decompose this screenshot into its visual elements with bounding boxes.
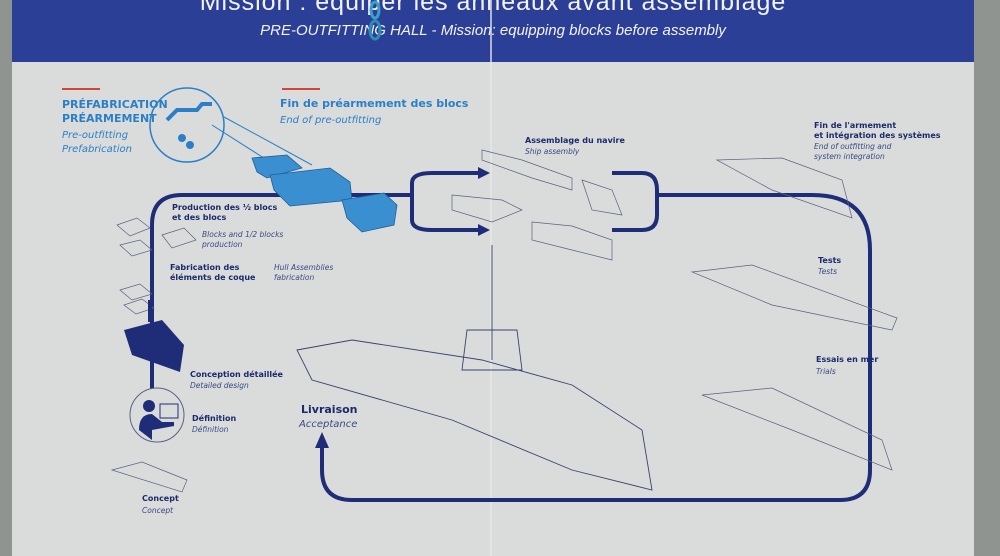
end-preoutfit-fr: Fin de préarmement des blocs	[280, 97, 469, 110]
end-preoutfit-en: End of pre-outfitting	[280, 115, 382, 126]
prefab-circle	[149, 87, 225, 163]
definition-fr: Définition	[192, 414, 237, 423]
definition-circle	[129, 387, 185, 443]
detailed-design-en: Detailed design	[190, 381, 249, 390]
outfitted-blocks-icon	[251, 154, 398, 233]
concept-en: Concept	[142, 506, 174, 515]
definition-en: Définition	[192, 425, 229, 434]
accent-line	[282, 88, 320, 90]
arrow-up-icon	[315, 432, 329, 448]
hanging-chain-icon	[368, 0, 382, 48]
frigate-main-illustration	[296, 245, 653, 491]
design-block-icon	[124, 300, 184, 372]
assembly-en: Ship assembly	[525, 147, 580, 156]
designer-icon	[139, 400, 179, 440]
delivery-en: Acceptance	[299, 419, 358, 430]
poster-subtitle: PRE-OUTFITTING HALL - Mission: equipping…	[260, 22, 726, 39]
assembly-fr: Assemblage du navire	[525, 136, 625, 145]
poster: Mission : équiper les anneaux avant asse…	[12, 0, 974, 556]
arrow-right-icon	[478, 167, 490, 179]
accent-line	[62, 88, 100, 90]
hull-blocks-sketches	[110, 149, 898, 493]
detailed-design-fr: Conception détaillée	[190, 370, 283, 379]
pipe-icon	[165, 102, 212, 122]
poster-title: Mission : équiper les anneaux avant asse…	[199, 0, 787, 16]
tests-fr: Tests	[818, 256, 842, 265]
tests-en: Tests	[818, 267, 838, 276]
concept-fr: Concept	[142, 494, 179, 503]
trials-en: Trials	[816, 367, 836, 376]
flow-loop-path	[150, 171, 872, 502]
fold-line	[490, 0, 492, 556]
valve-icon	[178, 134, 194, 149]
header-band: Mission : équiper les anneaux avant asse…	[12, 0, 974, 62]
arrow-right-icon	[478, 224, 490, 236]
delivery-fr: Livraison	[301, 403, 358, 416]
trials-fr: Essais en mer	[816, 355, 879, 364]
process-flow-diagram	[110, 87, 898, 502]
